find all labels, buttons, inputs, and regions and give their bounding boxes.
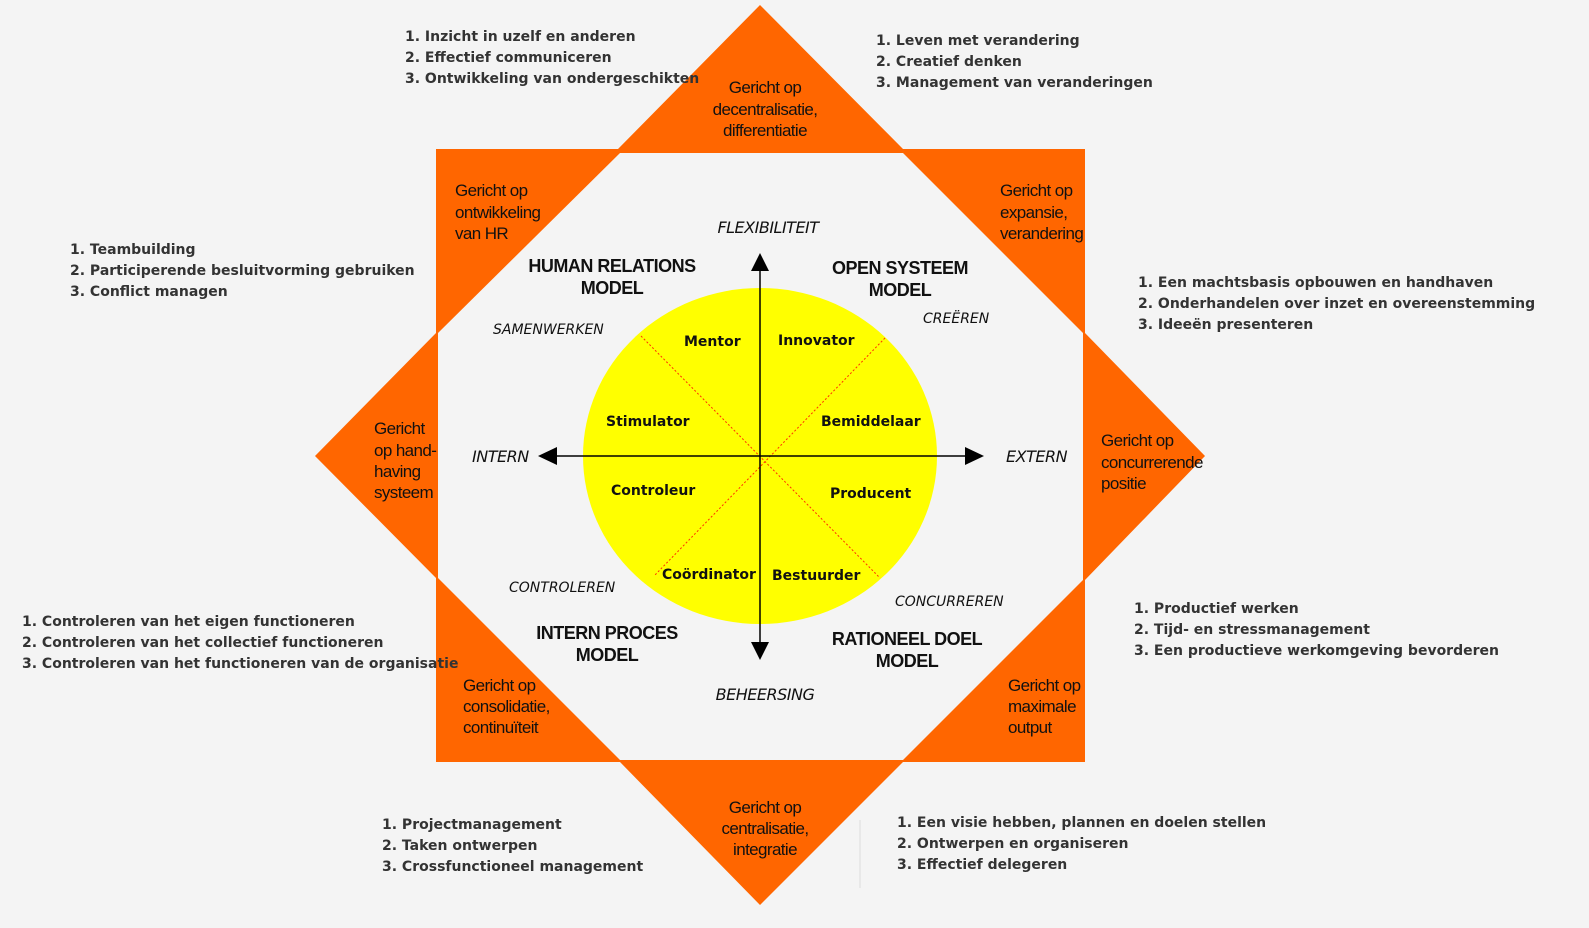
role-innovator: Innovator — [778, 333, 855, 349]
model-open-systeem: OPEN SYSTEEM MODEL — [832, 258, 969, 300]
orientation-line: expansie, — [1000, 203, 1067, 222]
competency-item: 1. Projectmanagement — [382, 817, 562, 833]
activity-controleren: CONTROLEREN — [509, 580, 616, 596]
orientation-line: op hand- — [374, 441, 436, 460]
axis-label-extern: EXTERN — [1006, 447, 1068, 466]
orientation-line: Gericht op — [463, 676, 536, 695]
competency-item: 3. Ideeën presenteren — [1138, 317, 1313, 333]
axis-label-beheersing: BEHEERSING — [716, 685, 815, 704]
orientation-top-left: Gericht op ontwikkeling van HR — [455, 181, 541, 243]
model-title: HUMAN RELATIONS — [528, 256, 696, 276]
role-bestuurder: Bestuurder — [772, 568, 861, 584]
activity-creeren: CREËREN — [923, 309, 990, 327]
orientation-line: ontwikkeling — [455, 203, 541, 222]
orientation-line: decentralisatie, — [713, 100, 818, 119]
orientation-line: Gericht op — [455, 181, 528, 200]
model-title: INTERN PROCES — [536, 623, 678, 643]
competency-item: 3. Management van veranderingen — [876, 75, 1153, 91]
competencies-controleur: 1. Controleren van het eigen functionere… — [22, 614, 458, 672]
model-title: MODEL — [876, 651, 939, 671]
competency-item: 3. Ontwikkeling van ondergeschikten — [405, 71, 699, 87]
competencies-bestuurder: 1. Een visie hebben, plannen en doelen s… — [897, 815, 1266, 873]
role-producent: Producent — [830, 486, 912, 502]
competency-item: 3. Effectief delegeren — [897, 857, 1067, 873]
competency-item: 1. Inzicht in uzelf en anderen — [405, 29, 636, 45]
axis-label-intern: INTERN — [472, 447, 529, 466]
competency-item: 2. Ontwerpen en organiseren — [897, 836, 1128, 852]
competency-item: 3. Conflict managen — [70, 284, 228, 300]
competencies-stimulator: 1. Teambuilding 2. Participerende beslui… — [70, 242, 415, 300]
orientation-bottom-right: Gericht op maximale output — [1008, 676, 1081, 737]
competency-item: 3. Controleren van het functioneren van … — [22, 656, 458, 672]
model-title: MODEL — [869, 280, 932, 300]
arrow-up-icon — [751, 253, 769, 271]
orientation-line: van HR — [455, 224, 508, 243]
competency-item: 2. Creatief denken — [876, 54, 1022, 70]
orientation-line: Gericht op — [729, 798, 802, 817]
role-mentor: Mentor — [684, 334, 741, 350]
model-title: RATIONEEL DOEL — [832, 629, 983, 649]
competency-item: 2. Controleren van het collectief functi… — [22, 635, 384, 651]
orientation-line: verandering — [1000, 224, 1083, 243]
activity-samenwerken: SAMENWERKEN — [493, 322, 604, 338]
competencies-innovator: 1. Leven met verandering 2. Creatief den… — [876, 33, 1153, 91]
competency-item: 1. Teambuilding — [70, 242, 196, 258]
competency-item: 2. Onderhandelen over inzet en overeenst… — [1138, 296, 1535, 312]
orientation-line: Gericht op — [1000, 181, 1073, 200]
model-intern-proces: INTERN PROCES MODEL — [536, 623, 679, 665]
orientation-line: Gericht op — [729, 78, 802, 97]
orientation-line: Gericht op — [1008, 676, 1081, 695]
axis-label-flexibiliteit: FLEXIBILITEIT — [717, 218, 820, 237]
orientation-line: integratie — [733, 840, 797, 859]
role-stimulator: Stimulator — [606, 414, 690, 430]
competency-item: 3. Een productieve werkomgeving bevorder… — [1134, 643, 1499, 659]
competency-item: 1. Een machtsbasis opbouwen en handhaven — [1138, 275, 1493, 291]
orientation-line: systeem — [374, 483, 434, 502]
competencies-mentor: 1. Inzicht in uzelf en anderen 2. Effect… — [405, 29, 699, 87]
orientation-line: centralisatie, — [721, 819, 808, 838]
competency-item: 2. Participerende besluitvorming gebruik… — [70, 263, 415, 279]
model-title: MODEL — [581, 278, 644, 298]
arrow-left-icon — [538, 447, 557, 465]
orientation-line: differentiatie — [723, 121, 807, 140]
role-bemiddelaar: Bemiddelaar — [821, 414, 921, 430]
orientation-line: continuïteit — [463, 718, 539, 737]
model-human-relations: HUMAN RELATIONS MODEL — [528, 256, 696, 298]
orientation-line: concurrerende — [1101, 453, 1203, 472]
orientation-line: positie — [1101, 474, 1146, 493]
orientation-line: maximale — [1008, 697, 1076, 716]
competency-item: 1. Controleren van het eigen functionere… — [22, 614, 355, 630]
arrow-down-icon — [751, 642, 769, 660]
orientation-line: having — [374, 462, 421, 481]
orientation-bottom-left: Gericht op consolidatie, continuïteit — [463, 676, 550, 737]
competencies-coordinator: 1. Projectmanagement 2. Taken ontwerpen … — [382, 817, 643, 875]
competency-item: 2. Effectief communiceren — [405, 50, 612, 66]
orientation-right: Gericht op concurrerende positie — [1101, 431, 1204, 493]
orientation-line: consolidatie, — [463, 697, 550, 716]
competency-item: 2. Taken ontwerpen — [382, 838, 538, 854]
competency-item: 1. Productief werken — [1134, 601, 1299, 617]
competency-item: 3. Crossfunctioneel management — [382, 859, 643, 875]
orientation-bottom: Gericht op centralisatie, integratie — [721, 798, 809, 859]
arrow-right-icon — [965, 447, 984, 465]
axes — [555, 268, 965, 642]
orientation-top-right: Gericht op expansie, verandering — [1000, 181, 1084, 243]
model-title: MODEL — [576, 645, 639, 665]
model-title: OPEN SYSTEEM — [832, 258, 968, 278]
orientation-line: output — [1008, 718, 1053, 737]
orientation-line: Gericht — [374, 419, 425, 438]
role-coordinator: Coördinator — [662, 567, 756, 583]
orientation-left: Gericht op hand- having systeem — [374, 419, 437, 502]
competencies-producent: 1. Productief werken 2. Tijd- en stressm… — [1134, 601, 1499, 659]
orientation-top: Gericht op decentralisatie, differentiat… — [713, 78, 818, 140]
competency-item: 1. Leven met verandering — [876, 33, 1080, 49]
competencies-bemiddelaar: 1. Een machtsbasis opbouwen en handhaven… — [1138, 275, 1535, 333]
role-controleur: Controleur — [611, 483, 695, 499]
competency-item: 2. Tijd- en stressmanagement — [1134, 622, 1370, 638]
orientation-line: Gericht op — [1101, 431, 1174, 450]
activity-concurreren: CONCURREREN — [895, 594, 1004, 610]
competency-item: 1. Een visie hebben, plannen en doelen s… — [897, 815, 1266, 831]
model-rationeel-doel: RATIONEEL DOEL MODEL — [832, 629, 983, 671]
